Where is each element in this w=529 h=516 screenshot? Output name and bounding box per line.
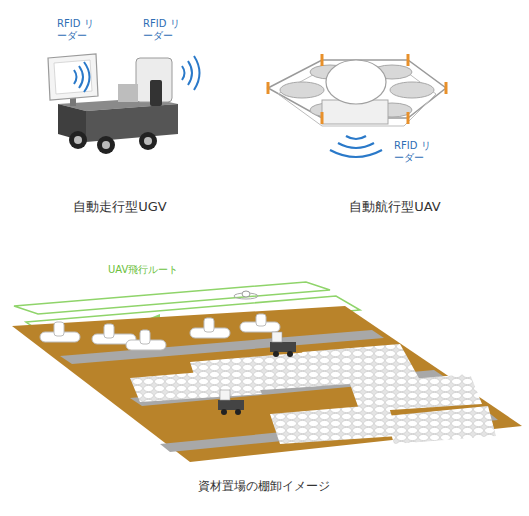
ugv-small	[218, 390, 244, 415]
reader-label: RFID リーダー	[143, 18, 189, 41]
route-label: UAV飛行ルート	[108, 264, 228, 276]
caption: 資材置場の棚卸イメージ	[114, 480, 414, 494]
vehicle-title: 自動航行型UAV	[310, 200, 480, 215]
yard-illustration	[12, 282, 522, 462]
wheel-hub	[144, 137, 152, 145]
wheel	[139, 132, 157, 150]
pipe-stack	[270, 404, 398, 444]
signal-waves	[182, 56, 200, 90]
ugv-illustration	[48, 54, 200, 154]
pipe-stack	[130, 368, 262, 402]
signal-waves	[330, 136, 382, 157]
pipe-stack	[386, 406, 496, 444]
reader-face	[54, 60, 92, 94]
reader-panel	[48, 54, 98, 100]
vehicle-title: 自動走行型UGV	[40, 200, 200, 215]
wheel-hub	[74, 136, 82, 144]
reader-label: RFID リーダー	[57, 18, 103, 41]
uav-small	[234, 291, 258, 299]
ugv-small	[270, 332, 296, 357]
wheel	[69, 131, 87, 149]
ugv-front	[86, 104, 178, 142]
t-pipes	[40, 314, 280, 350]
wheel	[97, 136, 115, 154]
reader-label: RFID リーダー	[394, 140, 440, 163]
reader-cylinder	[150, 80, 162, 106]
frame-corners	[268, 54, 446, 124]
wheel-hub	[102, 141, 110, 149]
uav-dome	[326, 60, 386, 104]
reader-mount	[118, 84, 138, 102]
yard-ground	[12, 306, 522, 462]
signal-waves	[74, 62, 90, 92]
